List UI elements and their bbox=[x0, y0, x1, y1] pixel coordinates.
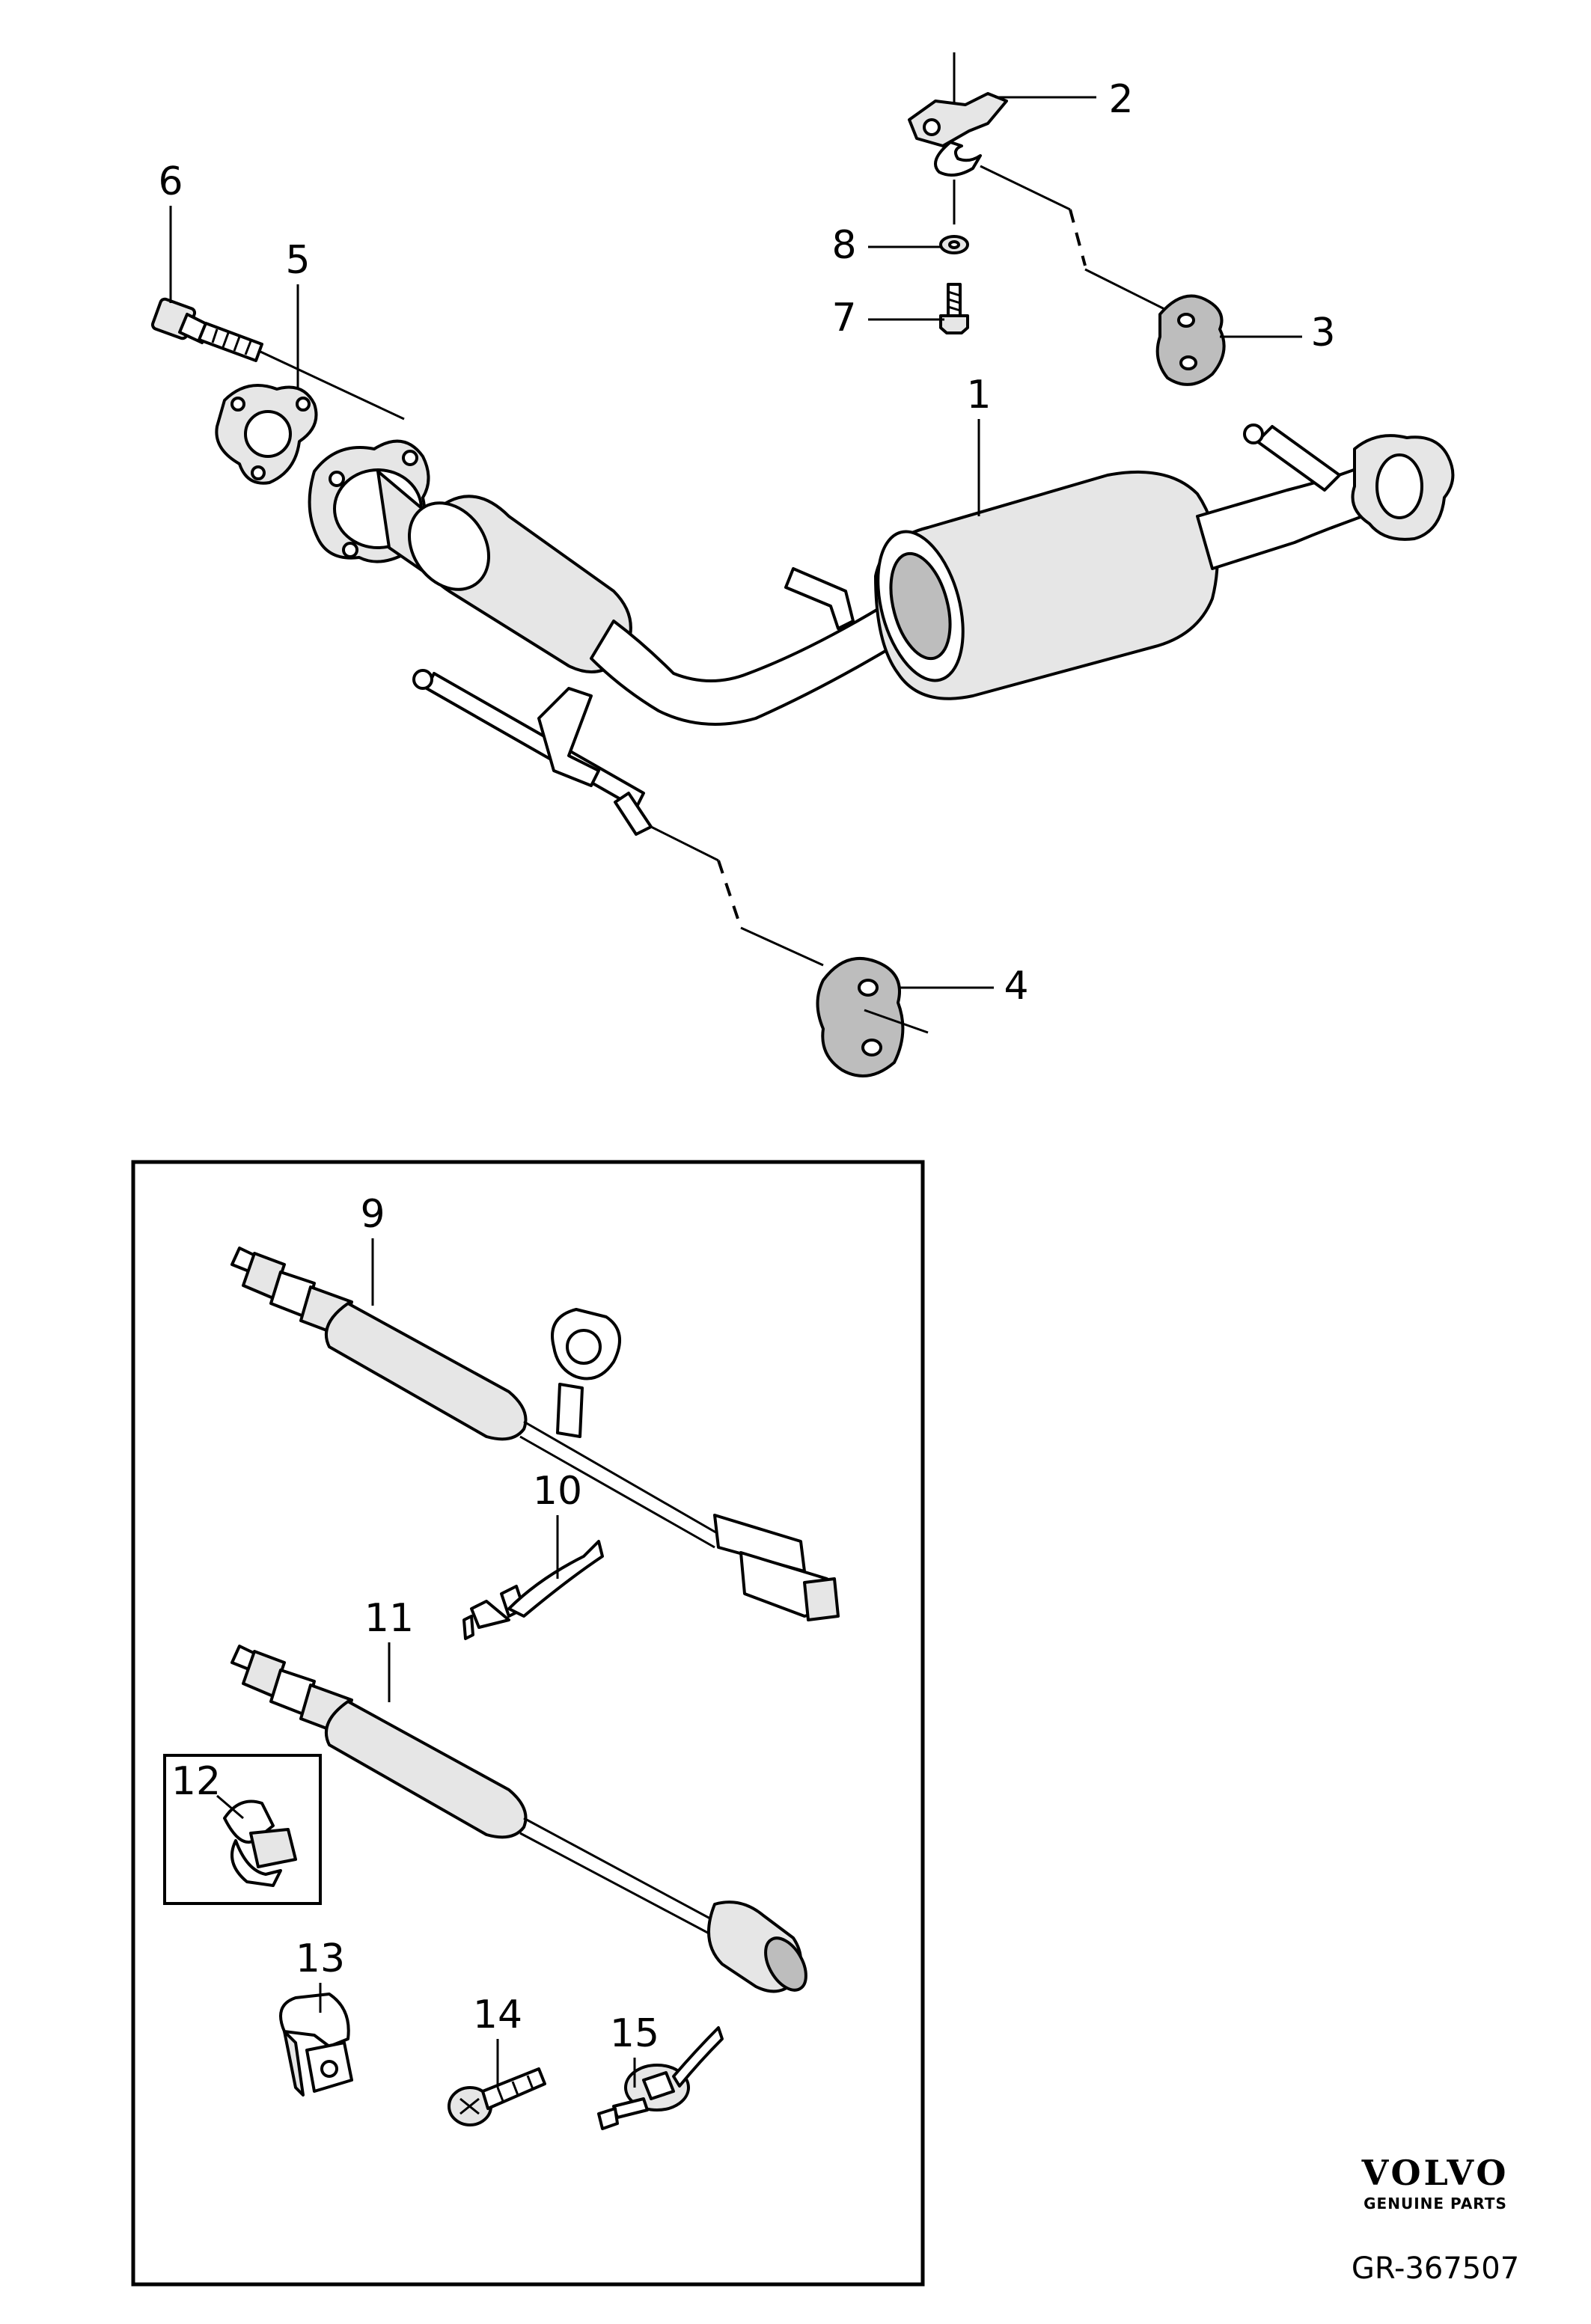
part-14-bolt bbox=[448, 2067, 546, 2126]
callout-10: 10 bbox=[533, 1469, 582, 1514]
callout-7: 7 bbox=[831, 296, 856, 340]
diagram-reference: GR-367507 bbox=[1352, 2251, 1519, 2286]
callout-5: 5 bbox=[285, 238, 310, 283]
part-9-oxygen-sensor bbox=[230, 1247, 840, 1621]
callout-15: 15 bbox=[610, 2011, 659, 2056]
callout-13: 13 bbox=[296, 1936, 345, 1981]
callout-11: 11 bbox=[364, 1596, 414, 1641]
lower-callouts: 9 10 11 12 13 14 15 bbox=[171, 1192, 659, 2088]
part-3-rubber-hanger bbox=[1155, 294, 1226, 386]
part-5-gasket bbox=[215, 384, 318, 485]
part-8-washer bbox=[939, 235, 969, 254]
callout-14: 14 bbox=[473, 1993, 522, 2037]
part-2-bracket bbox=[908, 52, 1008, 224]
callout-12: 12 bbox=[171, 1759, 221, 1804]
part-4-rubber-hanger bbox=[816, 956, 929, 1077]
part-7-bolt bbox=[939, 283, 969, 334]
part-12-inset bbox=[163, 1754, 322, 1905]
upper-callouts: 1 2 3 4 5 6 7 8 bbox=[158, 77, 1335, 1009]
brand-tagline: GENUINE PARTS bbox=[1364, 2195, 1507, 2213]
part-15-cable-tie-clip bbox=[597, 2026, 724, 2130]
part-1-front-section bbox=[308, 423, 1455, 836]
callout-4: 4 bbox=[1004, 964, 1028, 1009]
callout-8: 8 bbox=[831, 223, 856, 268]
upper-assembly bbox=[150, 52, 1455, 1077]
part-10-cable-tie bbox=[462, 1540, 604, 1640]
sensor-kit-box bbox=[131, 1160, 925, 2287]
callout-2: 2 bbox=[1108, 77, 1133, 122]
callout-1: 1 bbox=[966, 373, 991, 418]
callout-9: 9 bbox=[360, 1192, 385, 1237]
callout-6: 6 bbox=[158, 159, 183, 204]
volvo-logo: VOLVO GENUINE PARTS bbox=[1361, 2153, 1509, 2213]
part-6-bolt bbox=[150, 297, 405, 421]
brand-name: VOLVO bbox=[1361, 2153, 1509, 2193]
callout-3: 3 bbox=[1310, 311, 1335, 355]
part-13-p-clamp bbox=[279, 1993, 353, 2097]
part-11-oxygen-sensor bbox=[230, 1645, 807, 1993]
